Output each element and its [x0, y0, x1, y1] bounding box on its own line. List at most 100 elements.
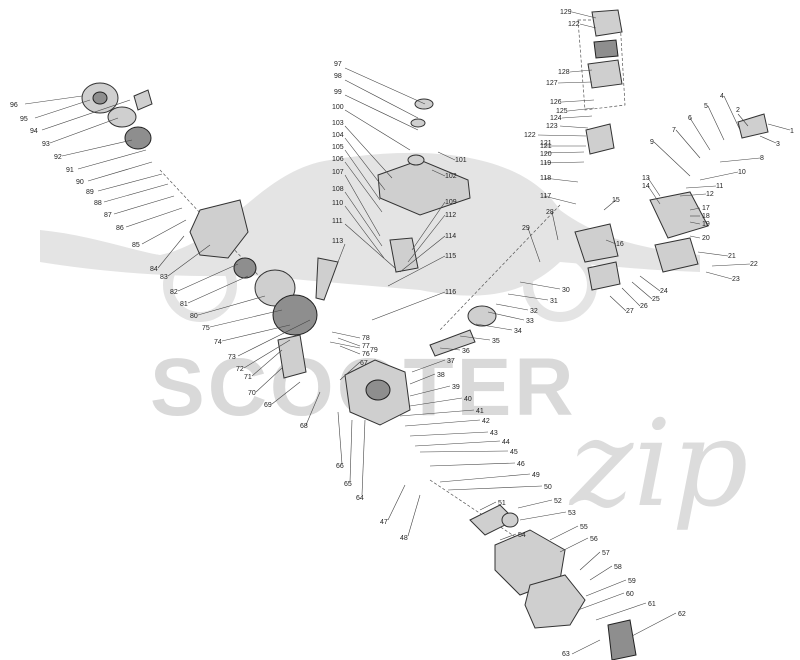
part-label-44: 44 [502, 439, 510, 446]
leader-30 [519, 281, 561, 290]
part-label-93: 93 [42, 141, 50, 148]
leader-103 [344, 125, 393, 179]
part-label-104: 104 [332, 132, 344, 139]
part-label-103: 103 [332, 120, 344, 127]
leader-75 [209, 309, 283, 328]
part-label-47: 47 [380, 519, 388, 526]
part-label-45: 45 [510, 449, 518, 456]
leader-53 [519, 511, 567, 521]
part-label-126: 126 [550, 99, 562, 106]
part-label-81: 81 [180, 301, 188, 308]
starter-cup [233, 257, 257, 279]
part-label-62: 62 [678, 611, 686, 618]
leader-91 [77, 149, 147, 170]
assembly-line-carb [439, 204, 561, 331]
leader-10 [699, 171, 739, 181]
leader-96 [24, 95, 83, 105]
part-label-10: 10 [738, 169, 746, 176]
leader-110 [344, 205, 385, 259]
part-label-118: 118 [540, 175, 551, 182]
part-label-2: 2 [736, 107, 740, 114]
recoil-pulley [124, 126, 152, 150]
part-label-57: 57 [602, 550, 610, 557]
part-label-69: 69 [264, 402, 272, 409]
leader-68 [305, 391, 321, 426]
part-label-109: 109 [445, 199, 457, 206]
leader-95 [34, 99, 91, 119]
part-label-58: 58 [614, 564, 622, 571]
leader-22 [711, 263, 751, 267]
part-label-27: 27 [626, 308, 634, 315]
leader-35 [459, 335, 491, 341]
part-label-16: 16 [616, 241, 624, 248]
leader-89 [97, 173, 163, 192]
leader-60 [577, 592, 625, 611]
leader-48 [407, 494, 421, 537]
leader-41 [399, 409, 475, 417]
part-label-3: 3 [776, 141, 780, 148]
leader-57 [579, 551, 601, 571]
leader-9 [653, 141, 691, 177]
leader-13 [647, 177, 661, 197]
recoil-starter-hub [92, 91, 108, 105]
part-label-66: 66 [336, 463, 344, 470]
part-label-20: 20 [702, 235, 710, 242]
leader-118 [543, 177, 579, 183]
part-label-46: 46 [517, 461, 525, 468]
part-label-8: 8 [760, 155, 764, 162]
leader-69 [271, 381, 301, 405]
part-label-15: 15 [612, 197, 620, 204]
governor-arm [315, 257, 339, 301]
leader-93 [49, 117, 119, 144]
part-label-39: 39 [452, 384, 460, 391]
part-label-102: 102 [445, 173, 457, 180]
leader-39 [409, 385, 451, 397]
leader-114 [399, 235, 446, 273]
muffler-guard [654, 237, 699, 273]
air-filter-cover [591, 9, 623, 37]
leader-47 [387, 484, 406, 521]
leader-26 [621, 287, 641, 307]
leader-120 [543, 151, 585, 154]
leader-97 [344, 67, 426, 105]
part-label-50: 50 [544, 484, 552, 491]
part-label-127: 127 [546, 80, 558, 87]
part-label-21: 21 [728, 253, 736, 260]
leader-14 [647, 185, 661, 205]
part-label-18: 18 [702, 213, 710, 220]
leader-77 [337, 337, 361, 347]
leader-70 [255, 367, 283, 393]
part-label-105: 105 [332, 144, 344, 151]
part-label-107: 107 [332, 169, 344, 176]
part-label-19: 19 [702, 221, 710, 228]
part-label-7: 7 [672, 127, 676, 134]
part-label-14: 14 [642, 183, 650, 190]
part-label-38: 38 [437, 372, 445, 379]
part-label-88: 88 [94, 200, 102, 207]
part-label-117: 117 [540, 193, 551, 200]
part-label-78: 78 [362, 335, 370, 342]
leader-88 [103, 183, 169, 203]
leader-106 [344, 161, 383, 213]
part-label-116: 116 [445, 289, 456, 296]
part-label-99: 99 [334, 89, 342, 96]
parts [81, 9, 769, 660]
part-label-80: 80 [190, 313, 198, 320]
leader-4 [723, 95, 741, 131]
leader-44 [414, 440, 501, 447]
leader-49 [439, 473, 531, 483]
leader-1 [767, 123, 791, 131]
oil-sump-cover [524, 574, 586, 629]
part-label-128: 128 [558, 69, 570, 76]
leader-100 [344, 109, 411, 151]
part-label-108: 108 [332, 186, 344, 193]
leader-40 [409, 397, 463, 407]
part-label-9: 9 [650, 139, 654, 146]
part-label-54: 54 [518, 532, 526, 539]
leader-24 [639, 275, 661, 292]
part-label-96: 96 [10, 102, 18, 109]
part-label-112: 112 [445, 212, 456, 219]
recoil-spring [107, 106, 137, 128]
part-label-55: 55 [580, 524, 588, 531]
